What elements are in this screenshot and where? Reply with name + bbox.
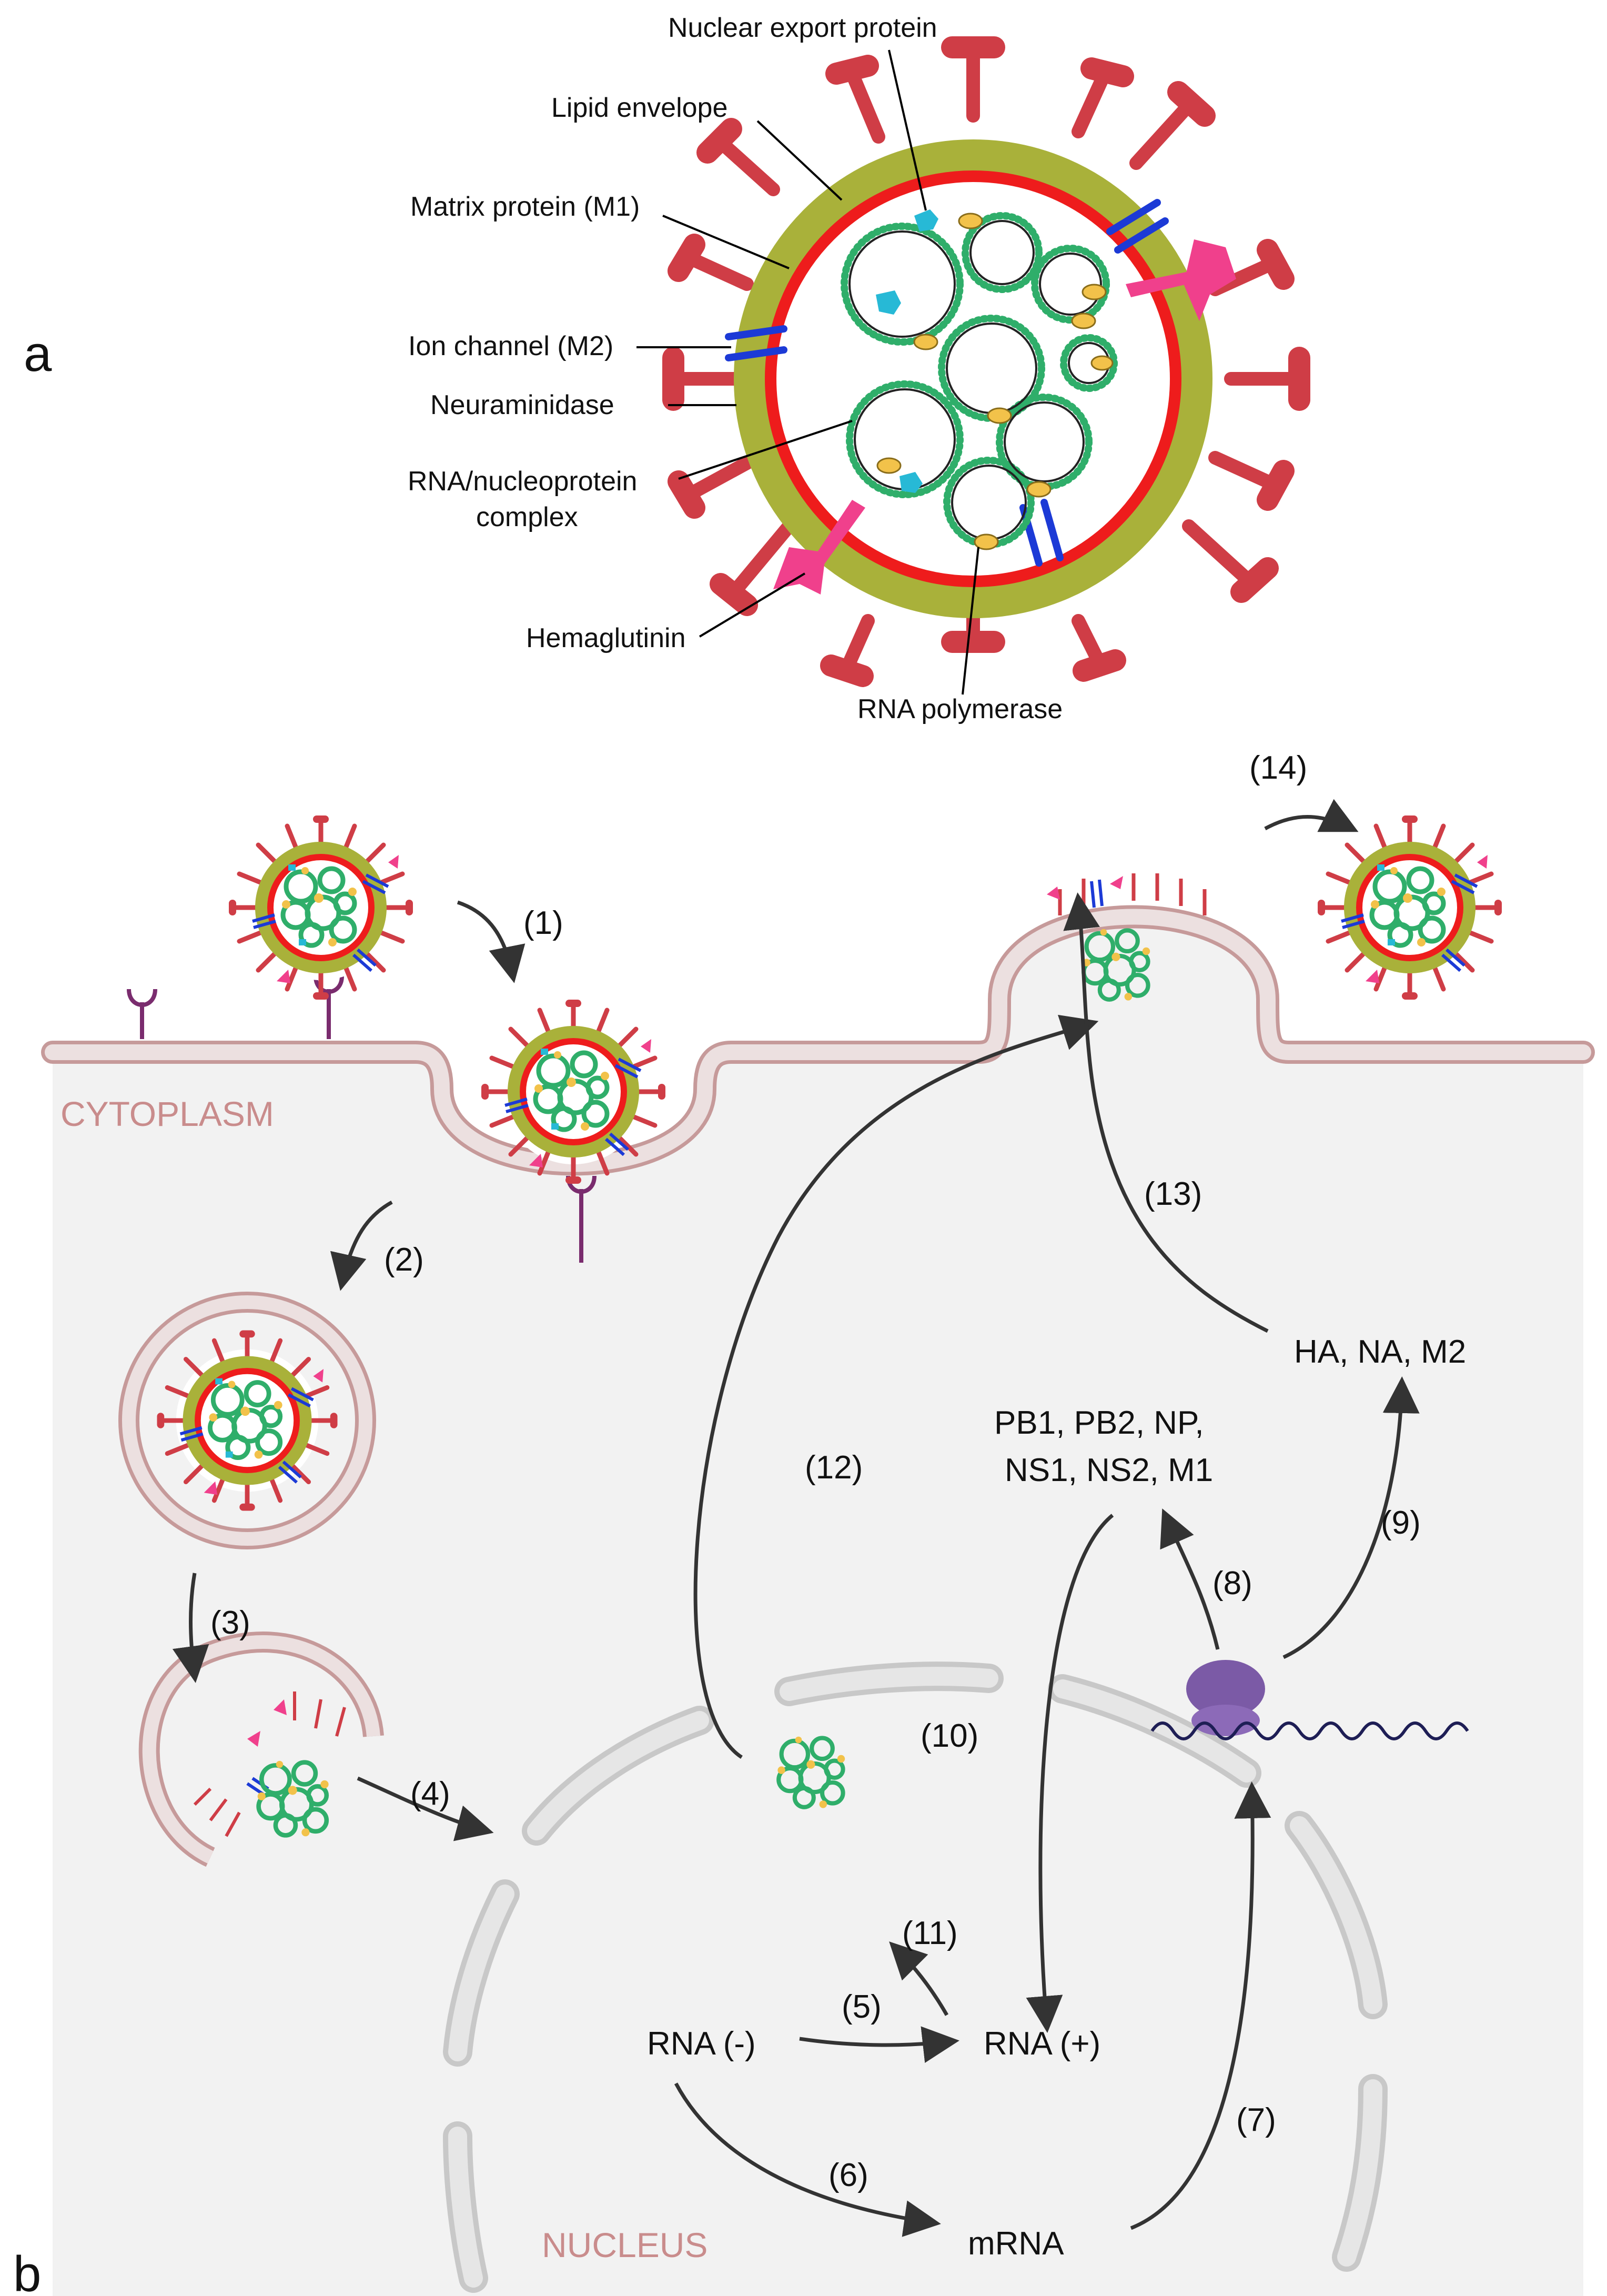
arrow-step-12 — [693, 1014, 1099, 1759]
virion-attaching — [233, 819, 409, 996]
arrow-step-9 — [1282, 1376, 1420, 1659]
step-label-8: (8) — [1212, 1565, 1252, 1602]
label-ion-channel: Ion channel (M2) — [408, 331, 613, 361]
label-proteins-line1: PB1, PB2, NP, — [994, 1405, 1204, 1441]
label-rna-polymerase: RNA polymerase — [857, 694, 1063, 724]
matrix-layer — [765, 170, 1181, 587]
label-rnp-complex-line2: complex — [476, 502, 578, 532]
endosome — [118, 1292, 376, 1549]
panel-label-b: b — [13, 2246, 41, 2296]
virion-endocytosed — [485, 1003, 662, 1180]
step-label-9: (9) — [1381, 1505, 1421, 1541]
arrow-step-7 — [1130, 1781, 1271, 2230]
arrow-step-8 — [1160, 1508, 1220, 1650]
sialic-acid-receptors — [127, 975, 597, 1263]
budding-site — [1047, 873, 1207, 1001]
plasma-membrane — [41, 905, 1595, 1176]
arrow-step-6 — [674, 2082, 941, 2237]
virion-detailed — [662, 36, 1310, 687]
step-label-11: (11) — [902, 1915, 958, 1951]
step-label-2: (2) — [384, 1242, 424, 1278]
virion-labels: Nuclear export protein Lipid envelope Ma… — [408, 13, 1063, 724]
step-label-7: (7) — [1236, 2102, 1276, 2138]
nucleus-label: NUCLEUS — [542, 2225, 708, 2264]
virion-released — [1321, 819, 1498, 996]
step-label-1: (1) — [523, 905, 563, 941]
panel-label-a: a — [24, 326, 52, 382]
cytoplasm-area — [53, 921, 1583, 2296]
label-rna-negative: RNA (-) — [647, 2026, 756, 2062]
label-nuclear-export-protein: Nuclear export protein — [668, 13, 937, 43]
label-hemagglutinin: Hemaglutinin — [526, 623, 686, 653]
hemagglutinin-spikes — [773, 239, 1236, 595]
ribosome — [1186, 1660, 1265, 1736]
process-arrows — [172, 799, 1420, 2237]
arrow-step-4 — [357, 1776, 494, 1841]
arrow-step-1 — [457, 900, 525, 983]
arrow-step-10 — [1026, 1514, 1114, 2033]
leader-lines — [636, 49, 979, 695]
label-surface-proteins: HA, NA, M2 — [1294, 1334, 1466, 1370]
step-label-10: (10) — [921, 1718, 978, 1754]
rna-polymerases — [876, 213, 1114, 550]
label-rnp-complex-line1: RNA/nucleoprotein — [408, 466, 637, 497]
label-lipid-envelope: Lipid envelope — [551, 93, 727, 123]
step-label-13: (13) — [1144, 1176, 1202, 1212]
step-label-5: (5) — [842, 1989, 882, 2025]
arrow-step-14 — [1264, 799, 1359, 832]
arrow-step-3 — [172, 1573, 209, 1683]
arrow-step-5 — [799, 2026, 959, 2063]
nuclear-export-proteins — [876, 209, 938, 493]
label-rna-positive: RNA (+) — [984, 2026, 1100, 2062]
label-proteins-line2: NS1, NS2, M1 — [1005, 1452, 1213, 1488]
label-matrix-protein: Matrix protein (M1) — [410, 192, 640, 222]
neuraminidase-spikes — [662, 36, 1310, 687]
arrow-step-11 — [889, 1941, 949, 2016]
arrow-step-13 — [1063, 892, 1269, 1333]
step-labels: (1) (2) (3) (4) (5) (6) (7) (8) (9) (10)… — [210, 750, 1421, 2193]
mrna-strand — [1150, 1721, 1469, 1740]
step-label-3: (3) — [210, 1605, 250, 1641]
label-neuraminidase: Neuraminidase — [430, 390, 614, 420]
step-label-12: (12) — [805, 1449, 863, 1486]
arrow-step-2 — [330, 1200, 393, 1291]
cytoplasm-label: CYTOPLASM — [60, 1094, 274, 1133]
step-label-4: (4) — [410, 1776, 450, 1812]
step-label-14: (14) — [1249, 750, 1307, 786]
label-mrna: mRNA — [968, 2225, 1064, 2262]
molecule-labels: RNA (-) RNA (+) mRNA PB1, PB2, NP, NS1, … — [647, 1334, 1466, 2262]
step-label-6: (6) — [828, 2157, 868, 2193]
